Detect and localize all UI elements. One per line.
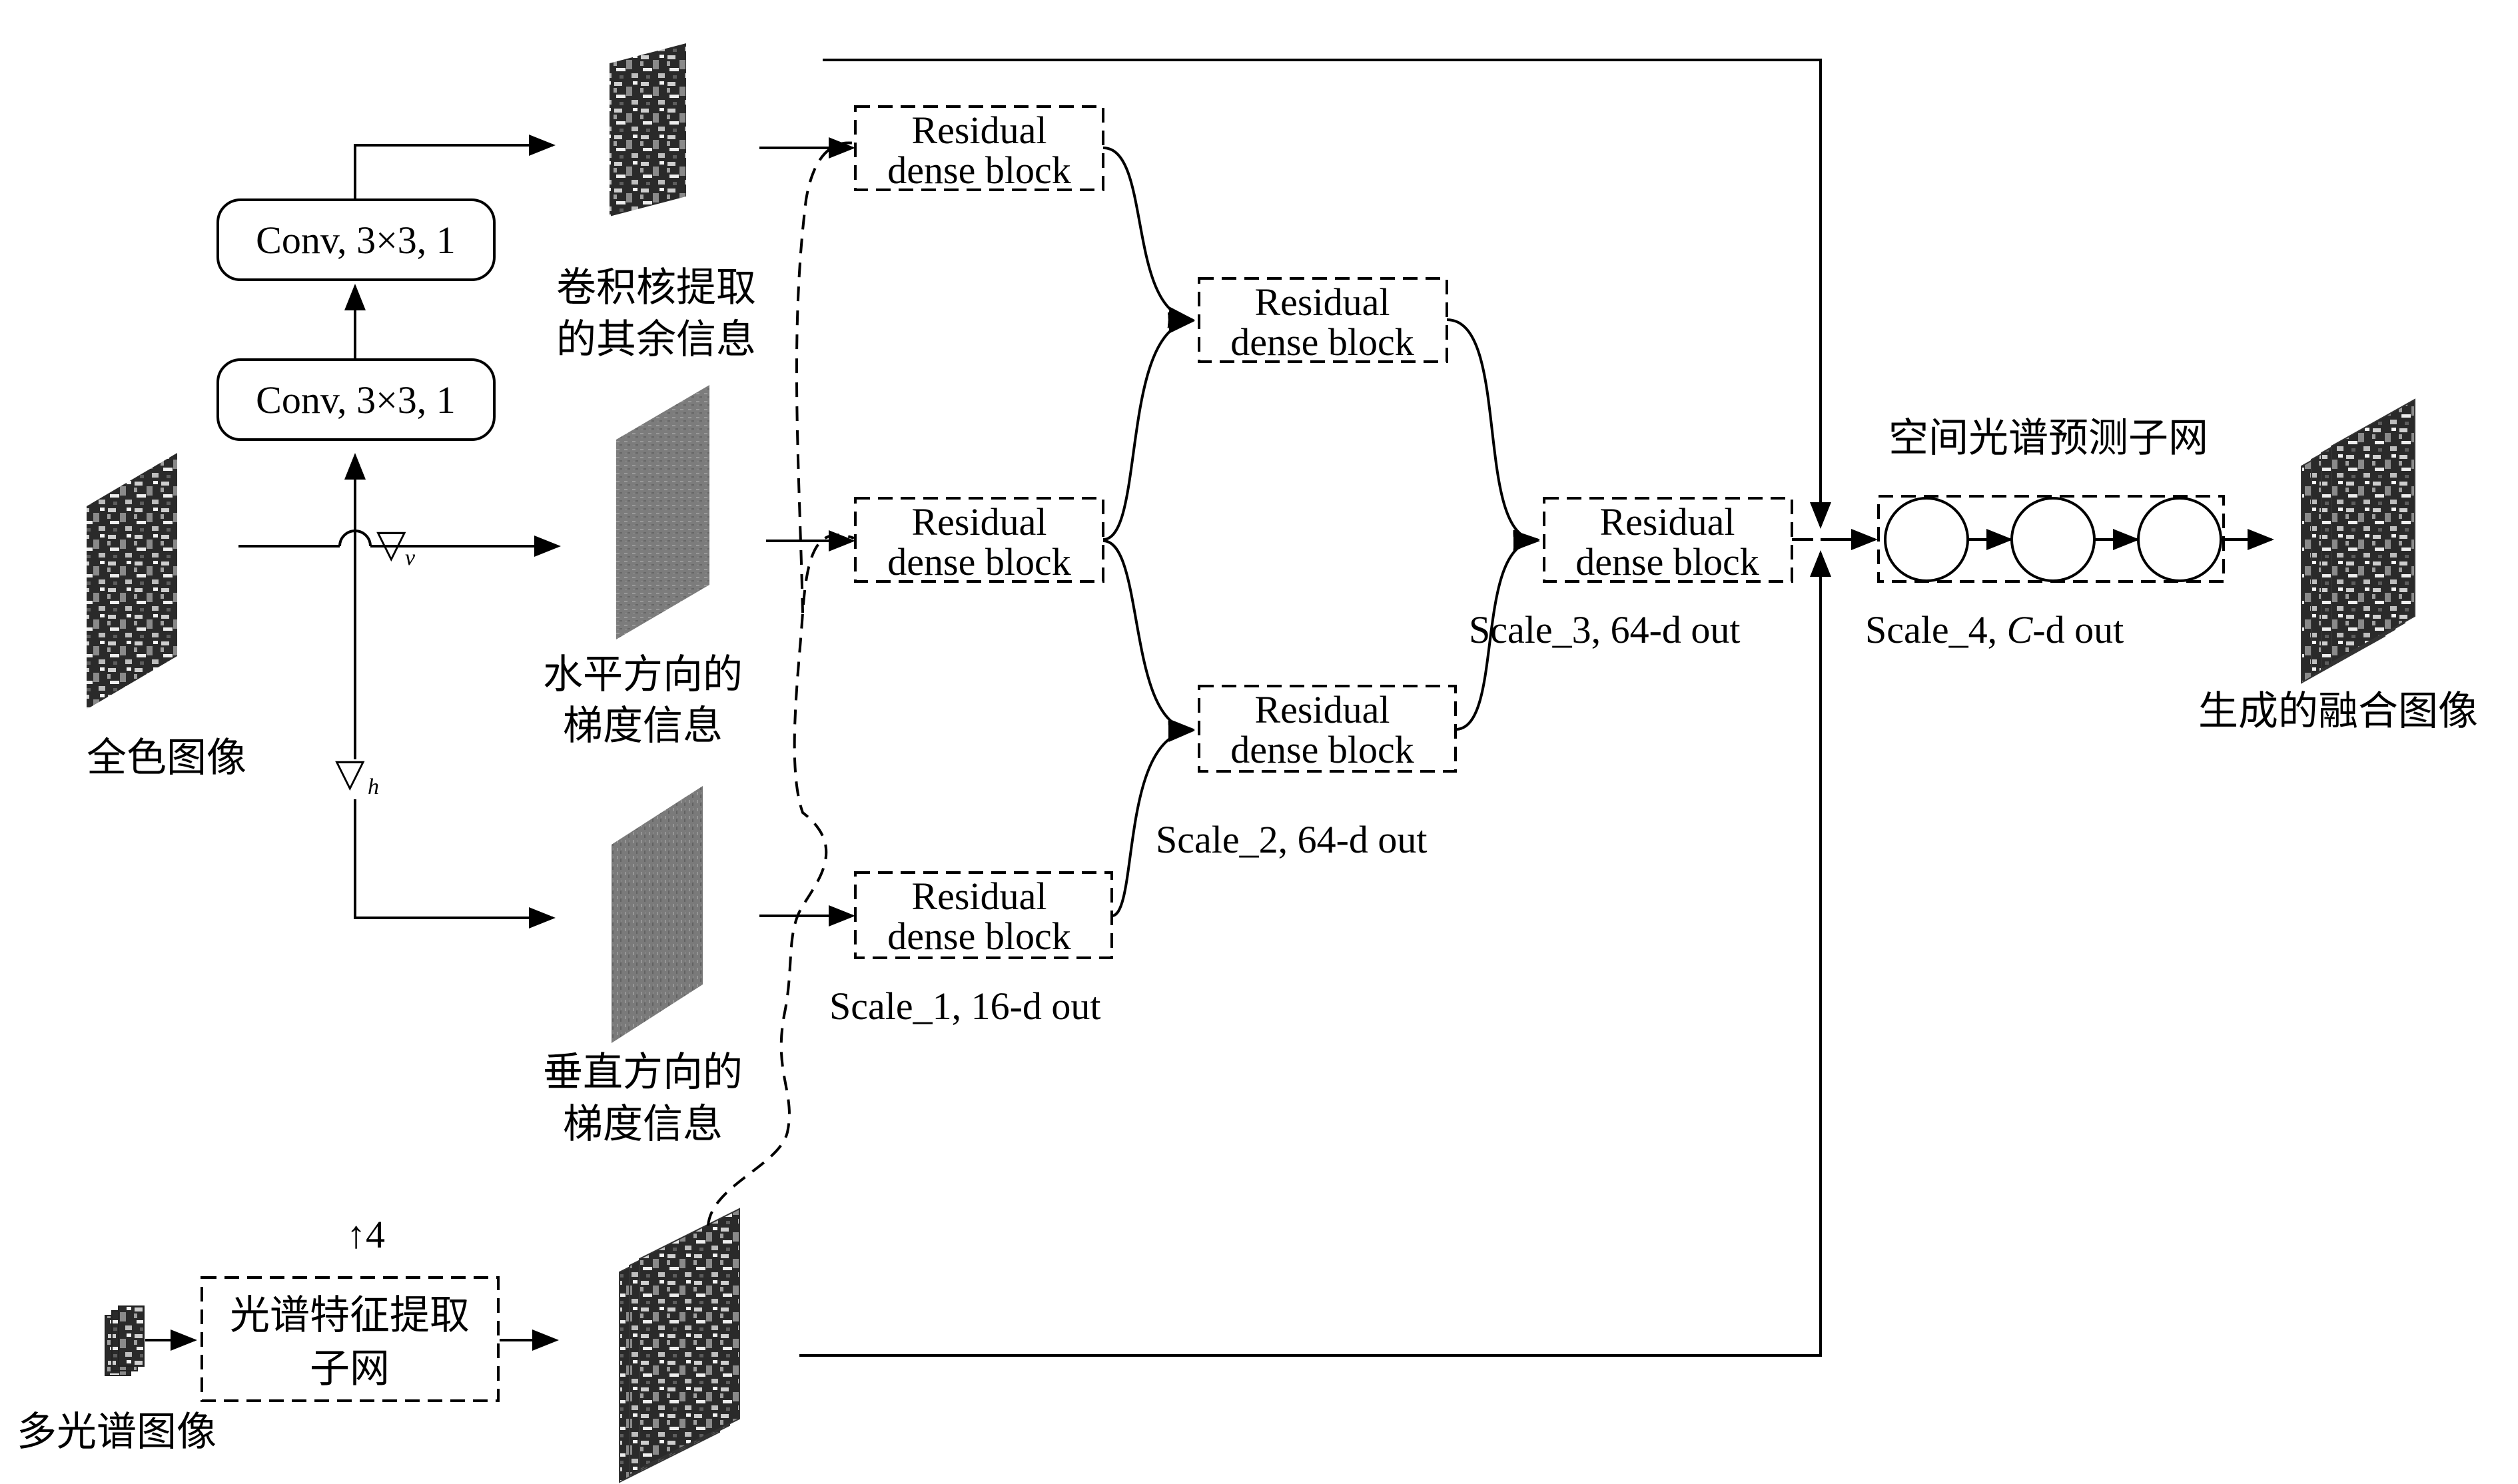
fused-output-image-stack [2301,398,2415,684]
top-skip-line [823,59,1822,500]
grad-v-subscript: v [405,546,416,570]
ms-upsampled-image-stack [619,1208,740,1483]
prediction-subnet-title: 空间光谱预测子网 [1888,415,2208,462]
rdb2bot-to-rdb3 [1455,530,1540,731]
ms-dashed-path [707,141,855,1226]
rdb-scale1-bottom: Residual dense block [854,871,1113,959]
rdb1top-to-rdb2top [1102,147,1195,328]
spectral-subnet-label-1: 光谱特征提取 [230,1292,470,1339]
svg-text:dense block: dense block [1230,320,1414,364]
svg-text:Residual: Residual [912,500,1047,544]
conv-block-2-label: Conv, 3×3, 1 [256,218,456,262]
hgrad-label-1: 水平方向的 [543,651,743,698]
svg-text:Residual: Residual [1255,280,1390,324]
rdb1mid-to-rdb2bot [1102,540,1195,740]
conv2-to-convfeat-line [354,135,556,200]
hgrad-label-2: 梯度信息 [563,703,723,749]
svg-text:dense block: dense block [887,915,1070,958]
prediction-node-2 [2010,497,2096,582]
rdb-scale2-bottom: Residual dense block [1198,685,1457,773]
hgrad-image [616,385,709,639]
upsample-label: ↑4 [346,1213,385,1256]
pan-vertical-down [354,799,556,928]
svg-text:Residual: Residual [912,875,1047,918]
conv-feature-label-1: 卷积核提取 [556,264,756,311]
scale2-label: Scale_2, 64-d out [1156,818,1428,861]
grad-v-operator: ▽ [376,522,406,565]
scale1-label: Scale_1, 16-d out [829,984,1101,1028]
svg-text:dense block: dense block [1575,540,1759,583]
vgrad-label-1: 垂直方向的 [543,1049,743,1096]
vgrad-image [612,786,703,1043]
bottom-skip-line [799,573,1822,1357]
rdb-scale1-middle: Residual dense block [854,497,1104,583]
grad-h-subscript: h [368,775,379,799]
ms-image-stack [105,1305,145,1376]
rdb1mid-to-rdb2top [1102,312,1195,541]
svg-text:dense block: dense block [1230,728,1414,771]
svg-text:dense block: dense block [887,540,1070,583]
prediction-node-3 [2137,497,2222,582]
conv-feature-label-2: 的其余信息 [556,316,756,363]
svg-text:Residual: Residual [912,109,1047,152]
rdb-scale2-top: Residual dense block [1198,277,1448,364]
scale4-label: Scale_4, C-d out [1865,608,2124,651]
fused-output-label: 生成的融合图像 [2198,688,2478,735]
pan-image-label: 全色图像 [87,735,246,781]
scale3-label: Scale_3, 64-d out [1469,608,1741,651]
ms-image-label: 多光谱图像 [17,1409,216,1455]
conv-feature-image [610,43,686,216]
svg-text:Residual: Residual [1255,688,1390,731]
svg-text:Residual: Residual [1600,500,1735,544]
spectral-subnet-label-2: 子网 [310,1345,390,1392]
rdb-scale3: Residual dense block [1543,497,1793,583]
pan-image [87,453,177,709]
prediction-node-1 [1884,497,1969,582]
rdb-scale1-top: Residual dense block [854,105,1104,192]
svg-text:dense block: dense block [887,149,1070,192]
vgrad-label-2: 梯度信息 [563,1101,723,1148]
grad-h-operator: ▽ [335,751,365,795]
conv-block-1-label: Conv, 3×3, 1 [256,378,456,422]
rdb2top-to-rdb3 [1446,318,1540,552]
rdb1bot-to-rdb2bot [1111,721,1195,917]
spectral-subnet-block [201,1276,500,1402]
